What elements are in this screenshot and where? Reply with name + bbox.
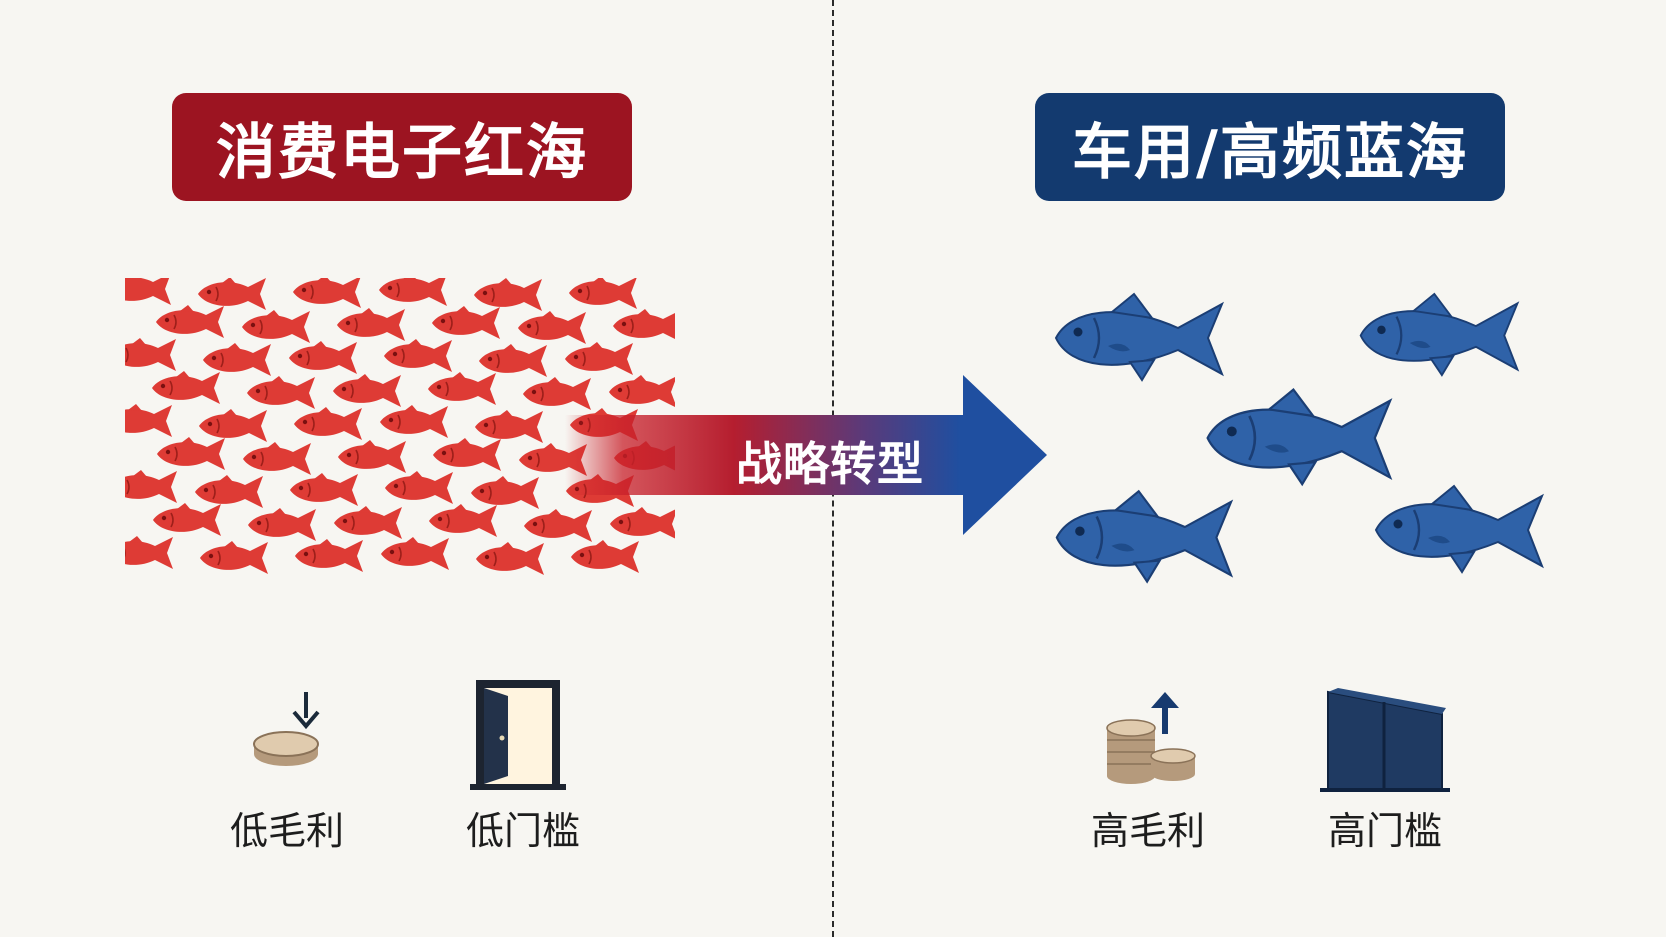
red-fish	[332, 373, 402, 408]
red-fish	[478, 343, 548, 378]
blue-fish	[1054, 292, 1224, 382]
red-fish	[564, 341, 634, 376]
red-fish	[292, 278, 362, 309]
red-fish	[198, 408, 268, 443]
red-fish	[470, 475, 540, 510]
red-fish	[125, 535, 174, 570]
coin-down-icon	[253, 692, 320, 766]
blue-ocean-title: 车用/高频蓝海	[1072, 117, 1468, 188]
red-fish	[247, 507, 317, 542]
blue-fish-group	[1054, 292, 1544, 583]
red-fish	[199, 540, 269, 575]
red-fish	[125, 337, 177, 372]
red-fish	[379, 404, 449, 439]
feature-label-low-barrier: 低门槛	[465, 809, 580, 853]
wall-icon	[1320, 688, 1450, 792]
red-fish	[152, 502, 222, 537]
red-ocean-title: 消费电子红海	[216, 117, 588, 188]
open-door-icon	[470, 680, 566, 790]
red-fish	[125, 469, 178, 504]
blue-fish	[1055, 490, 1233, 583]
red-fish	[202, 342, 272, 377]
blue-fish	[1359, 292, 1519, 377]
red-fish	[155, 304, 225, 339]
red-fish	[517, 310, 587, 345]
red-fish	[383, 338, 453, 373]
red-fish	[194, 474, 264, 509]
blue-fish	[1206, 388, 1392, 486]
red-fish	[428, 503, 498, 538]
red-fish	[474, 409, 544, 444]
blue-fish	[1374, 484, 1544, 574]
red-fish	[288, 340, 358, 375]
red-fish	[125, 403, 173, 438]
strategy-arrow-label: 战略转型	[736, 437, 924, 491]
red-fish	[337, 439, 407, 474]
red-fish	[336, 307, 406, 342]
red-fish	[333, 505, 403, 540]
red-fish	[125, 278, 172, 306]
red-fish	[378, 278, 448, 307]
blue-ocean-title-box: 车用/高频蓝海	[1035, 93, 1505, 201]
red-fish	[242, 441, 312, 476]
red-fish	[294, 538, 364, 573]
red-fish	[427, 371, 497, 406]
red-fish	[293, 406, 363, 441]
red-fish	[568, 278, 638, 310]
feature-label-low-margin: 低毛利	[229, 809, 344, 853]
red-fish	[473, 278, 543, 312]
red-fish	[612, 308, 675, 343]
red-fish	[431, 305, 501, 340]
red-ocean-title-box: 消费电子红海	[172, 93, 632, 201]
feature-label-high-barrier: 高门槛	[1327, 809, 1442, 853]
red-fish	[384, 470, 454, 505]
red-fish	[570, 539, 640, 574]
red-fish	[197, 278, 267, 311]
coins-up-icon	[1106, 692, 1196, 784]
red-fish	[156, 436, 226, 471]
red-fish	[380, 536, 450, 571]
red-fish	[246, 375, 316, 410]
red-fish	[289, 472, 359, 507]
feature-label-high-margin: 高毛利	[1090, 809, 1205, 853]
strategy-arrow	[565, 375, 1047, 535]
red-fish	[151, 370, 221, 405]
red-fish	[432, 437, 502, 472]
red-fish	[475, 541, 545, 576]
red-fish	[241, 309, 311, 344]
